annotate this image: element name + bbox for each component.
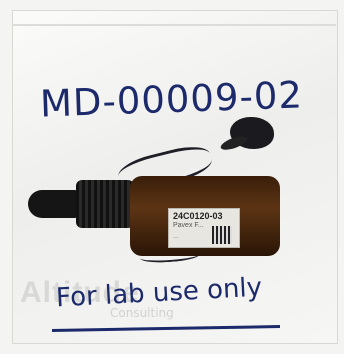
bag-zip-seal bbox=[12, 24, 336, 26]
handwritten-sample-id: MD-00009-02 bbox=[39, 73, 304, 126]
label-code: 24C0120-03 bbox=[173, 211, 223, 221]
label-line-3: ... bbox=[173, 233, 179, 240]
label-barcode-icon bbox=[212, 226, 232, 244]
dropper-bulb bbox=[28, 190, 80, 218]
watermark-subtext: Consulting bbox=[110, 306, 174, 320]
label-line-2: Pavex F... bbox=[173, 222, 204, 229]
dropper-cap bbox=[76, 180, 134, 228]
watermark-text: Altitude bbox=[20, 276, 140, 309]
